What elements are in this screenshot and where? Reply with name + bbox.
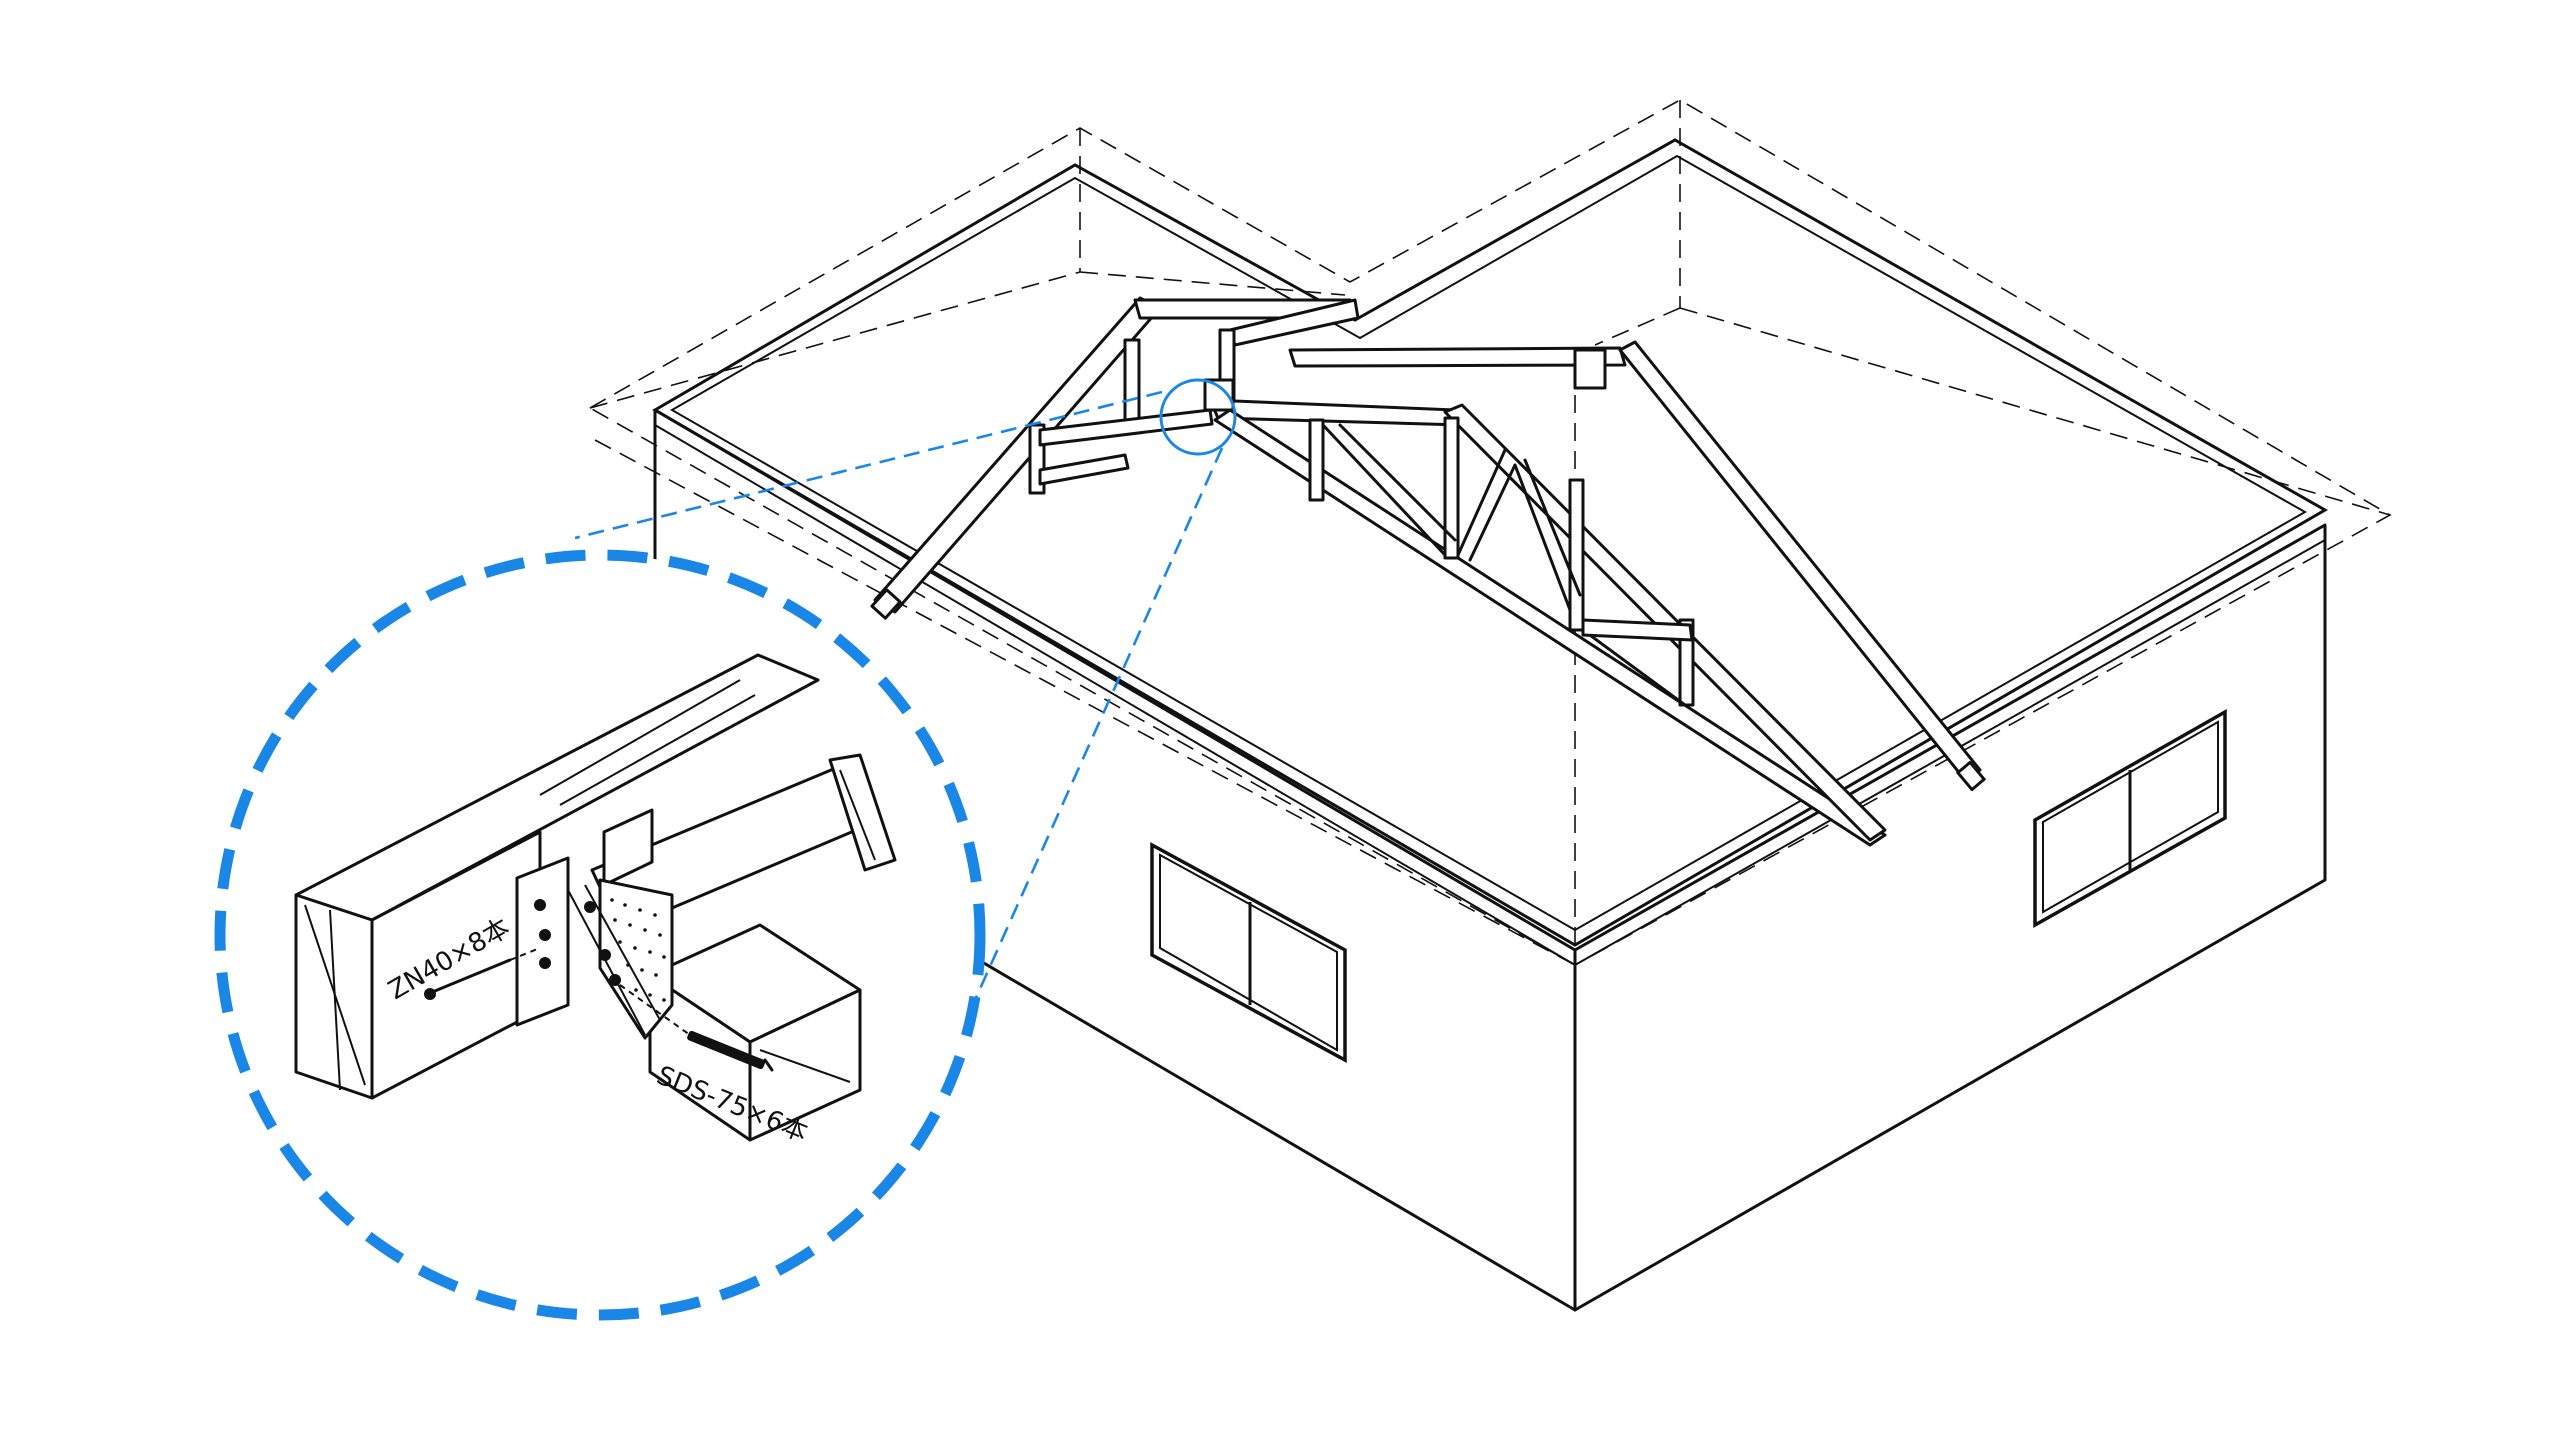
nail xyxy=(428,958,512,995)
web-diag-6 xyxy=(1523,458,1582,597)
window-right-inner xyxy=(2042,720,2219,914)
web-diag-7 xyxy=(1581,628,1687,707)
screw-tip xyxy=(763,1058,774,1072)
bolt-4 xyxy=(584,901,596,913)
hip-line-3 xyxy=(1079,271,1346,296)
hip-line-2 xyxy=(589,271,1081,409)
detail-main-beam xyxy=(294,653,820,1100)
main-beam-top-rail-1 xyxy=(559,694,756,806)
left-tie-2 xyxy=(1038,453,1130,486)
rafter-foot-1 xyxy=(870,588,902,620)
main-beam-top-rail-2 xyxy=(539,679,741,796)
callout-target-circle xyxy=(1159,378,1237,456)
nail-guide xyxy=(509,947,541,961)
right-post-2 xyxy=(1443,416,1460,560)
right-post-1 xyxy=(1308,418,1325,502)
screw xyxy=(687,1030,766,1070)
truss-bottom-chord xyxy=(1213,408,1887,847)
left-tie-1 xyxy=(1038,408,1214,447)
bolt-3 xyxy=(539,957,551,969)
leader-bottom xyxy=(973,447,1224,1001)
bolt-1 xyxy=(534,899,546,911)
connector-back-plate xyxy=(602,808,654,887)
web-diag-4 xyxy=(1468,463,1517,562)
window-left xyxy=(1150,842,1347,1063)
hip-line-8 xyxy=(594,439,1576,966)
hip-line-6 xyxy=(1594,307,1681,346)
right-post-3 xyxy=(1568,478,1585,632)
gusset-diagonal-2 xyxy=(584,884,661,1021)
roof-trusses xyxy=(870,296,1986,847)
end-block-1 xyxy=(1573,348,1607,390)
window-right xyxy=(2033,708,2227,928)
detail-lower-beam xyxy=(648,923,862,1142)
ridge-beam-right-top xyxy=(1288,346,1627,368)
web-diag-3 xyxy=(1456,448,1507,557)
lower-beam-grain xyxy=(759,1049,851,1083)
screw-guide xyxy=(619,984,691,1036)
bolt-2 xyxy=(539,929,551,941)
hip-rafter-right xyxy=(1618,340,1982,782)
leader-top xyxy=(574,390,1163,540)
detail-magnifier: ZN40×8本 SDS-75×6本 xyxy=(214,549,986,1321)
connector-side-plate xyxy=(515,856,570,1027)
web-diag-1 xyxy=(1321,423,1447,557)
right-bottom-tie xyxy=(1581,618,1694,642)
main-beam-grain-2 xyxy=(329,909,341,1091)
connector-hardware xyxy=(424,808,774,1072)
rafter-foot-2 xyxy=(1956,760,1986,792)
bolt-6 xyxy=(609,974,621,986)
window-left-frame xyxy=(1150,842,1347,1063)
window-right-frame xyxy=(2033,708,2227,928)
bolt-5 xyxy=(599,949,611,961)
gusset-diagonal-1 xyxy=(567,889,646,1036)
web-diag-5 xyxy=(1513,463,1572,612)
hip-line-5 xyxy=(1679,307,2391,516)
detail-circle-border xyxy=(214,549,986,1321)
callout-leaders xyxy=(574,378,1237,1001)
lower-beam-side xyxy=(648,973,752,1142)
rafter-grain xyxy=(839,769,876,861)
left-post-2 xyxy=(1123,338,1141,422)
web-diag-2 xyxy=(1338,423,1457,542)
window-left-inner xyxy=(1159,853,1338,1052)
nail-head xyxy=(424,988,436,1000)
